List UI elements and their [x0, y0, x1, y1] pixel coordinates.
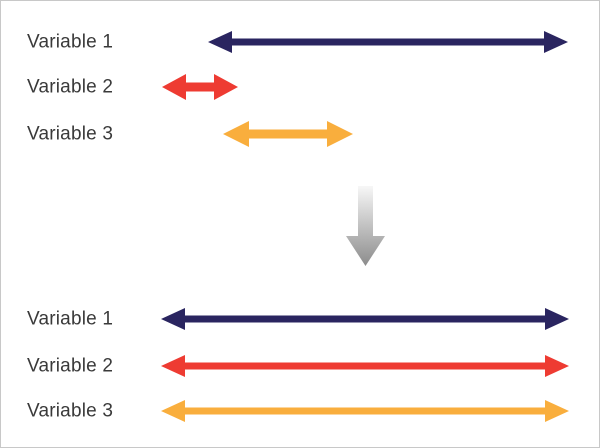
variable-2-range-arrow-shape — [162, 74, 238, 100]
bottom-variable-3-label: Variable 3 — [27, 400, 114, 422]
variable-1-range-arrow-shape — [208, 31, 568, 53]
top-variable-1-label: Variable 1 — [27, 31, 114, 53]
arrow-down-icon — [345, 186, 385, 266]
top-variable-2-label: Variable 2 — [27, 76, 114, 98]
arrow-body — [161, 400, 569, 422]
bottom-variable-2-label: Variable 2 — [27, 355, 114, 377]
arrow-down-body — [345, 186, 385, 266]
arrow-body — [162, 74, 238, 100]
arrow-body — [223, 121, 353, 147]
arrow-body — [161, 355, 569, 377]
top-variable-3-label: Variable 3 — [27, 123, 114, 145]
variable-3-range-arrow-shape — [223, 121, 353, 147]
bottom-variable-1-label: Variable 1 — [27, 308, 114, 330]
arrow-body — [161, 308, 569, 330]
arrow-body — [208, 31, 568, 53]
variable-2-scaled-arrow-shape — [161, 355, 569, 377]
variable-3-scaled-arrow-shape — [161, 400, 569, 422]
variable-1-scaled-arrow-shape — [161, 308, 569, 330]
